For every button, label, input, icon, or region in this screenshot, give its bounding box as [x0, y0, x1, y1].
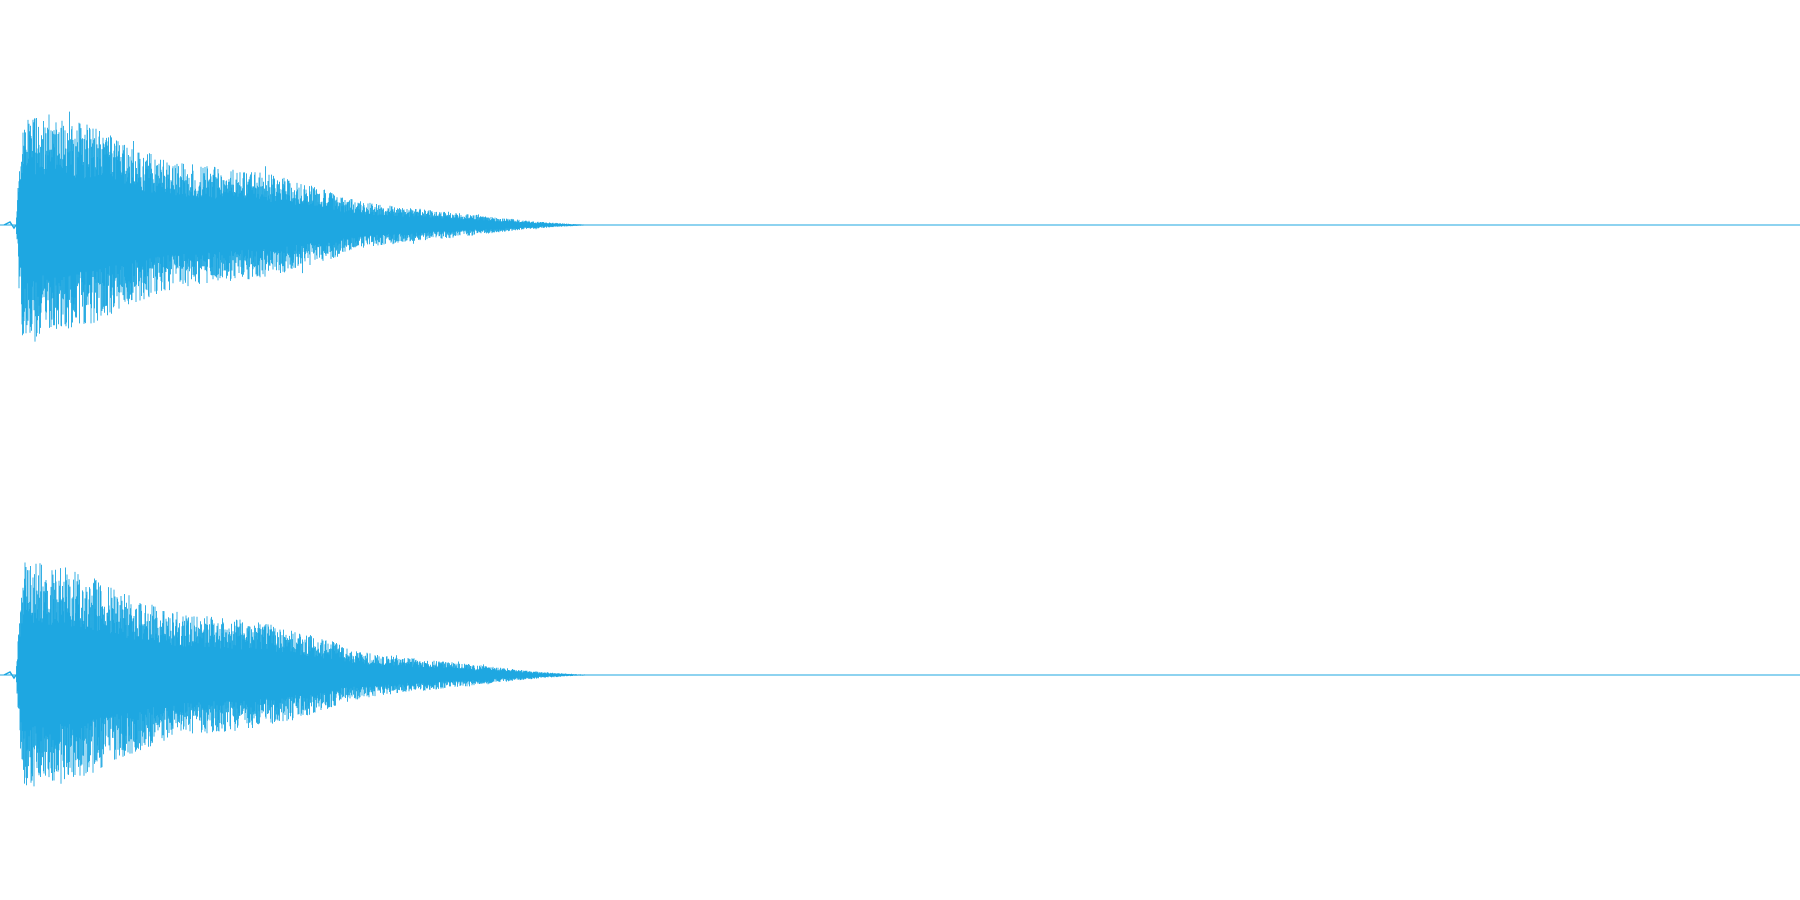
- waveform-channel-2: [0, 562, 1800, 787]
- waveform-samples: [16, 111, 604, 342]
- waveform-channel-1: [0, 111, 1800, 342]
- waveform-onset: [3, 671, 17, 680]
- waveform-onset: [3, 221, 17, 230]
- waveform-samples: [16, 562, 605, 787]
